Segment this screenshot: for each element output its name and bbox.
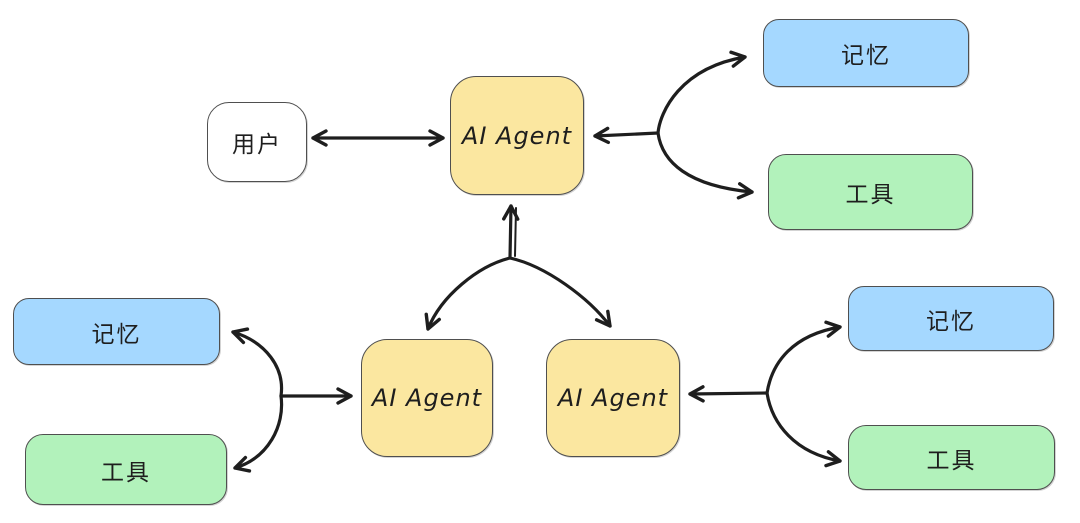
node-agent-left-label: AI Agent xyxy=(371,384,483,412)
edge-fork-bl-into-tool xyxy=(233,394,284,473)
node-agent-left: AI Agent xyxy=(361,339,493,457)
edge-fork-center-into-agent-left xyxy=(424,256,512,331)
node-agent-top: AI Agent xyxy=(450,76,584,195)
edge-fork-tr-into-memory xyxy=(656,50,747,135)
edge-fork-br-into-tool xyxy=(765,391,842,468)
edge-fork-center-into-agent-top xyxy=(502,204,520,260)
edge-fork-tr-into-tool xyxy=(656,131,754,200)
node-agent-right: AI Agent xyxy=(546,339,680,457)
node-memory-bottom-right-label: 记忆 xyxy=(926,308,976,335)
node-tool-bottom-left-label: 工具 xyxy=(101,459,151,486)
node-memory-bottom-left-label: 记忆 xyxy=(91,321,142,348)
node-memory-bottom-left: 记忆 xyxy=(13,298,220,365)
node-agent-right-label: AI Agent xyxy=(557,384,669,412)
node-memory-bottom-right: 记忆 xyxy=(848,286,1054,351)
edge-fork-br-into-agent xyxy=(688,385,769,403)
node-tool-bottom-right: 工具 xyxy=(848,425,1055,490)
node-tool-bottom-left: 工具 xyxy=(25,434,227,505)
node-agent-top-label: AI Agent xyxy=(461,121,573,150)
node-tool-top-right: 工具 xyxy=(768,154,973,230)
edge-fork-center-double-stroke xyxy=(514,207,517,257)
edge-fork-br-into-memory xyxy=(765,320,842,395)
node-user-label: 用户 xyxy=(232,132,282,158)
edge-fork-center-into-agent-right xyxy=(508,256,612,328)
node-memory-top-right: 记忆 xyxy=(763,19,969,87)
edge-fork-tr-into-agent xyxy=(593,126,660,145)
edge-fork-bl-into-memory xyxy=(231,327,284,398)
node-user: 用户 xyxy=(207,102,307,182)
node-tool-top-right-label: 工具 xyxy=(845,182,896,208)
node-memory-top-right-label: 记忆 xyxy=(841,43,891,69)
node-tool-bottom-right-label: 工具 xyxy=(926,447,977,474)
